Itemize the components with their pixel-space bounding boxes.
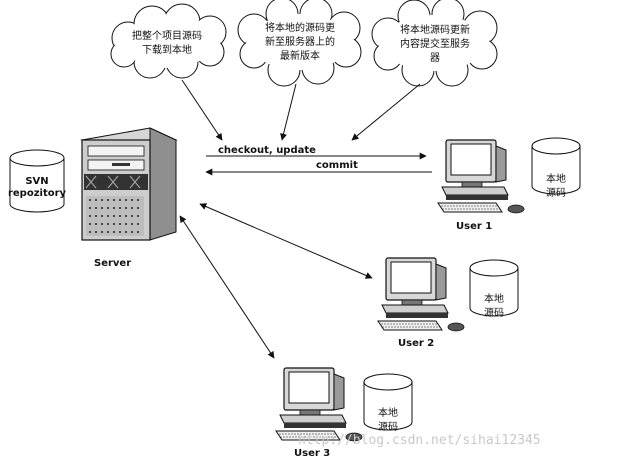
checkout-note-line-2: 下载到本地 (142, 43, 192, 56)
update-note-cloud: 将本地的源码更 新至服务器上的 最新版本 (237, 0, 362, 87)
user3-storage-icon: 本地 源码 (363, 373, 413, 433)
user1-label: User 1 (456, 221, 492, 232)
checkout-note-cloud: 把整个项目源码 下载到本地 (110, 3, 227, 79)
user2-sync-arrow (199, 203, 373, 279)
user2-computer-icon (377, 257, 465, 332)
user3-computer-icon (275, 367, 363, 442)
commit-note-line-3: 器 (430, 52, 440, 64)
update-note-line-2: 新至服务器上的 (265, 35, 335, 48)
user1-storage-line-2: 源码 (546, 186, 566, 199)
update-note-line-1: 将本地的源码更 (265, 21, 335, 34)
commit-note-line-1: 将本地源码更新 (400, 23, 470, 36)
checkout-note-line-1: 把整个项目源码 (132, 29, 202, 42)
server-icon (80, 127, 178, 241)
user2-storage-line-2: 源码 (484, 306, 504, 319)
watermark: http://blog.csdn.net/sihai12345 (298, 433, 541, 448)
user2-label: User 2 (398, 338, 434, 349)
user1-storage-line-1: 本地 (546, 172, 566, 185)
user2-storage-icon: 本地 源码 (469, 259, 519, 319)
server-label: Server (94, 258, 131, 269)
commit-note-line-2: 内容提交至服务 (400, 37, 470, 50)
user3-storage-line-1: 本地 (378, 406, 398, 419)
user3-storage-line-2: 源码 (378, 420, 398, 433)
user3-sync-arrow (179, 215, 275, 359)
repository-label-line-1: SVN (25, 176, 48, 187)
commit-note-cloud: 将本地源码更新 内容提交至服务 器 (371, 0, 498, 87)
user1-computer-icon (437, 139, 525, 214)
user3-label: User 3 (294, 448, 330, 459)
svn-repository-icon: SVN repozitory (8, 149, 67, 213)
user2-storage-line-1: 本地 (484, 292, 504, 305)
commit-pointer-arrow (351, 83, 421, 141)
user1-storage-icon: 本地 源码 (531, 137, 581, 199)
commit-label: commit (316, 160, 358, 171)
checkout-update-label: checkout, update (218, 145, 316, 156)
update-note-line-3: 最新版本 (280, 49, 320, 62)
repository-label-line-2: repozitory (8, 188, 67, 199)
update-pointer-arrow (280, 83, 297, 141)
checkout-pointer-arrow (181, 79, 223, 141)
